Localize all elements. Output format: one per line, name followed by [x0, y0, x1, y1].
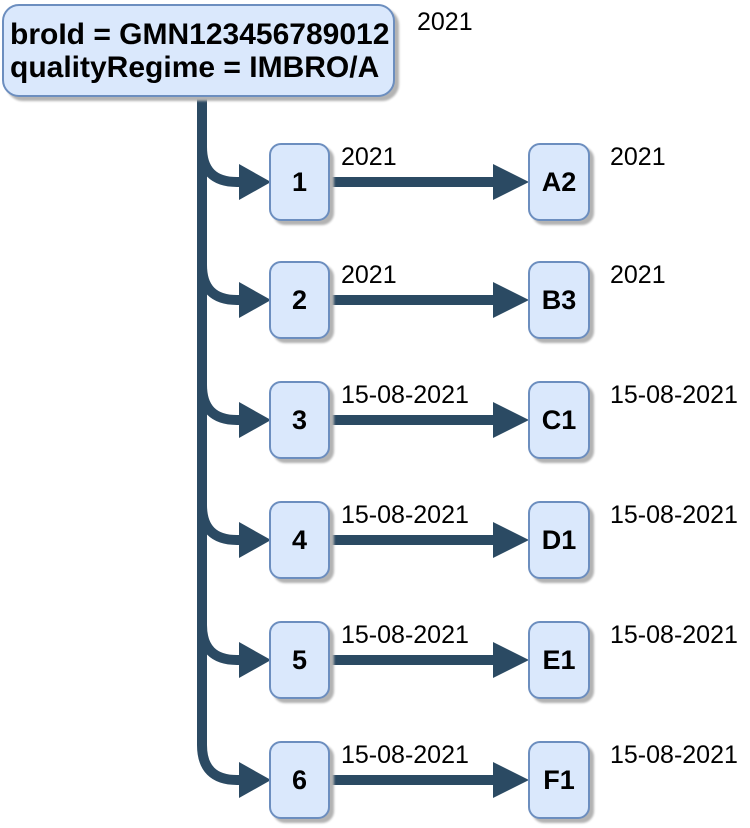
trunk-line	[197, 95, 239, 785]
target-node: E1	[528, 621, 590, 699]
target-node: B3	[528, 261, 590, 339]
edge-date-label: 15-08-2021	[341, 381, 469, 409]
arrowhead-icon	[239, 642, 271, 678]
target-date-label: 15-08-2021	[610, 501, 738, 529]
branch-curve	[197, 495, 239, 545]
arrowhead-icon	[239, 762, 271, 798]
target-node: F1	[528, 741, 590, 819]
edge-date-label: 2021	[341, 143, 397, 171]
source-node-label: 3	[291, 404, 308, 435]
edge-date-label: 15-08-2021	[341, 621, 469, 649]
target-node: A2	[528, 143, 590, 221]
arrowhead-icon	[493, 522, 529, 558]
source-node-label: 1	[291, 166, 308, 197]
target-node: C1	[528, 381, 590, 459]
source-node: 3	[269, 381, 330, 459]
root-date-label: 2021	[417, 8, 473, 36]
root-node-line1: broId = GMN123456789012	[10, 17, 390, 51]
source-node-label: 5	[291, 644, 308, 675]
target-date-label: 2021	[610, 143, 666, 171]
arrowhead-icon	[239, 282, 271, 318]
branch-curve	[197, 255, 239, 305]
target-date-label: 15-08-2021	[610, 621, 738, 649]
source-node-label: 2	[291, 284, 308, 315]
edge-date-label: 15-08-2021	[341, 501, 469, 529]
flow-row: 3 15-08-2021 C1 15-08-2021	[0, 381, 750, 459]
arrowhead-icon	[493, 402, 529, 438]
edge-date-label: 15-08-2021	[341, 741, 469, 769]
target-date-label: 15-08-2021	[610, 381, 738, 409]
flow-row: 1 2021 A2 2021	[0, 143, 750, 221]
branch-curve	[197, 375, 239, 425]
flow-row: 4 15-08-2021 D1 15-08-2021	[0, 501, 750, 579]
arrowhead-icon	[493, 282, 529, 318]
target-node-label: D1	[541, 524, 577, 555]
target-node-label: E1	[542, 644, 576, 675]
source-node: 4	[269, 501, 330, 579]
flow-row: 5 15-08-2021 E1 15-08-2021	[0, 621, 750, 699]
arrowhead-icon	[493, 164, 529, 200]
flow-row: 2 2021 B3 2021	[0, 261, 750, 339]
arrowhead-icon	[239, 522, 271, 558]
arrowhead-icon	[493, 642, 529, 678]
edge-date-label: 2021	[341, 261, 397, 289]
source-node: 5	[269, 621, 330, 699]
source-node: 1	[269, 143, 330, 221]
source-node-label: 6	[291, 764, 308, 795]
branch-curve	[197, 615, 239, 665]
target-node: D1	[528, 501, 590, 579]
source-node: 2	[269, 261, 330, 339]
arrowhead-icon	[493, 762, 529, 798]
target-node-label: C1	[541, 404, 577, 435]
source-node: 6	[269, 741, 330, 819]
target-date-label: 15-08-2021	[610, 741, 738, 769]
source-node-label: 4	[291, 524, 308, 555]
target-node-label: B3	[541, 284, 577, 315]
arrowhead-icon	[239, 402, 271, 438]
flow-row: 6 15-08-2021 F1 15-08-2021	[0, 741, 750, 819]
target-node-label: A2	[541, 166, 577, 197]
root-node: broId = GMN123456789012 qualityRegime = …	[2, 4, 395, 97]
target-date-label: 2021	[610, 261, 666, 289]
branch-curve	[197, 137, 239, 187]
root-node-line2: qualityRegime = IMBRO/A	[10, 50, 380, 84]
target-node-label: F1	[543, 764, 575, 795]
arrowhead-icon	[239, 164, 271, 200]
